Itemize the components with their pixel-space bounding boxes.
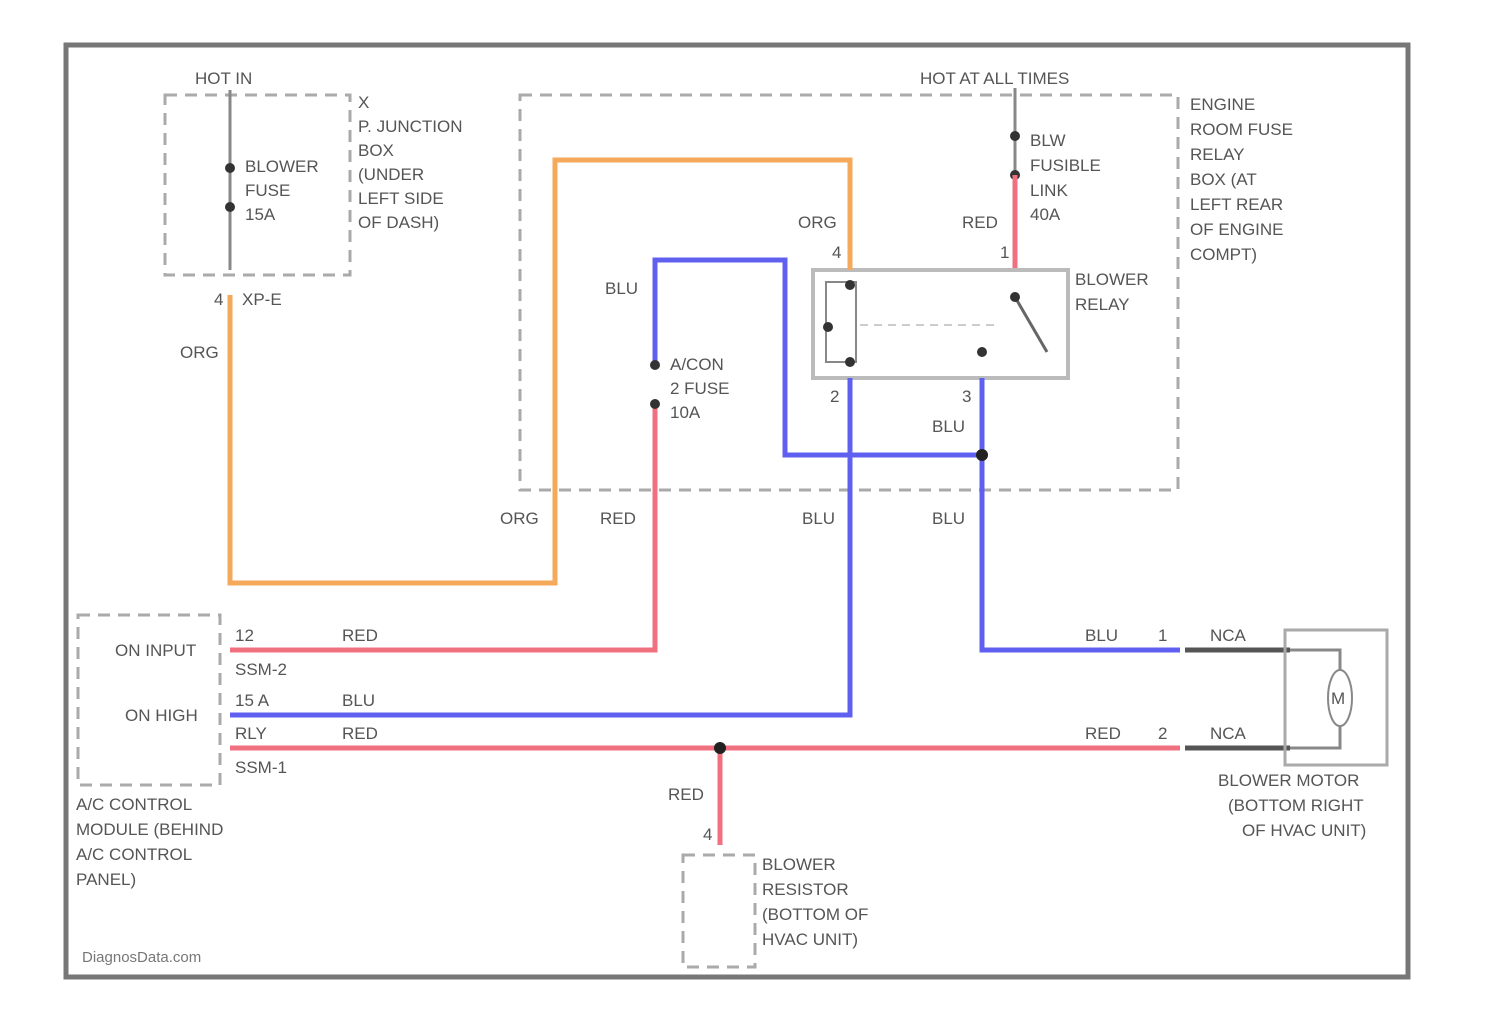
pin-label: 1 [1158, 626, 1167, 645]
fusible-label: BLW [1030, 131, 1066, 150]
wire-color-label: ORG [798, 213, 837, 232]
fuse-terminal [650, 360, 660, 370]
wire-color-label: ORG [180, 343, 219, 362]
engine-box-description: ENGINE ROOM FUSE RELAY BOX (AT LEFT REAR… [1190, 95, 1293, 264]
pin-label: 4 [832, 243, 841, 262]
hot-label: HOT AT ALL TIMES [920, 69, 1069, 88]
svg-text:A/C CONTROL: A/C CONTROL [76, 795, 192, 814]
svg-text:ROOM FUSE: ROOM FUSE [1190, 120, 1293, 139]
relay-coil [826, 282, 856, 362]
resistor-description: BLOWER RESISTOR (BOTTOM OF HVAC UNIT) [762, 855, 868, 949]
relay-label: BLOWER [1075, 270, 1149, 289]
relay-label: RELAY [1075, 295, 1130, 314]
pin-label: 15 A [235, 691, 270, 710]
connector-label: SSM-2 [235, 660, 287, 679]
pin-label: RLY [235, 724, 267, 743]
input-label: ON HIGH [125, 706, 198, 725]
wire-blu-module [230, 378, 850, 715]
wire-color-label: BLU [802, 509, 835, 528]
relay-contact [823, 322, 833, 332]
svg-text:LEFT REAR: LEFT REAR [1190, 195, 1283, 214]
wire-color-label: NCA [1210, 724, 1247, 743]
fuse-terminal [650, 399, 660, 409]
wire-color-label: RED [668, 785, 704, 804]
wire-color-label: RED [1085, 724, 1121, 743]
wire-color-label: BLU [1085, 626, 1118, 645]
svg-text:BLOWER: BLOWER [762, 855, 836, 874]
splice-dot [976, 449, 988, 461]
svg-text:BLOWER MOTOR: BLOWER MOTOR [1218, 771, 1359, 790]
fusible-label: LINK [1030, 181, 1068, 200]
pin-label: X [358, 93, 369, 112]
wire-color-label: BLU [932, 509, 965, 528]
wire-color-label: RED [962, 213, 998, 232]
wire-color-label: NCA [1210, 626, 1247, 645]
svg-text:HVAC UNIT): HVAC UNIT) [762, 930, 858, 949]
svg-text:RESISTOR: RESISTOR [762, 880, 849, 899]
pin-label: 2 [830, 387, 839, 406]
watermark: DiagnosData.com [82, 949, 201, 966]
relay-contact [845, 280, 855, 290]
splice-dot [714, 742, 726, 754]
wire-color-label: RED [600, 509, 636, 528]
pin-label: 3 [962, 387, 971, 406]
svg-text:RELAY: RELAY [1190, 145, 1245, 164]
svg-text:MODULE (BEHIND: MODULE (BEHIND [76, 820, 223, 839]
fuse-terminal [225, 163, 235, 173]
fuse-label: A/CON [670, 355, 724, 374]
input-label: ON INPUT [115, 641, 196, 660]
svg-text:COMPT): COMPT) [1190, 245, 1257, 264]
pin-label: 4 [214, 290, 223, 309]
fuse-label: FUSE [245, 181, 290, 200]
pin-label: 2 [1158, 724, 1167, 743]
fuse-label: 2 FUSE [670, 379, 730, 398]
pin-label: 12 [235, 626, 254, 645]
wire-color-label: RED [342, 724, 378, 743]
motor-description: BLOWER MOTOR (BOTTOM RIGHT OF HVAC UNIT) [1218, 771, 1366, 840]
wire-color-label: BLU [605, 279, 638, 298]
junction-box-label: P. JUNCTION [358, 117, 463, 136]
pin-label: 1 [1000, 243, 1009, 262]
svg-text:(BOTTOM OF: (BOTTOM OF [762, 905, 868, 924]
fuse-terminal [225, 202, 235, 212]
motor-symbol: M [1331, 689, 1345, 708]
svg-text:ENGINE: ENGINE [1190, 95, 1255, 114]
relay-contact [1010, 292, 1020, 302]
junction-box-label: (UNDER [358, 165, 424, 184]
wire-color-label: RED [342, 626, 378, 645]
fusible-rating: 40A [1030, 205, 1061, 224]
ac-module-description: A/C CONTROL MODULE (BEHIND A/C CONTROL P… [76, 795, 223, 889]
relay-contact [845, 357, 855, 367]
wire-red-module [230, 405, 655, 650]
svg-text:OF HVAC UNIT): OF HVAC UNIT) [1242, 821, 1366, 840]
pin-label: 4 [703, 825, 712, 844]
fusible-terminal [1010, 131, 1020, 141]
connector-label: XP-E [242, 290, 282, 309]
junction-box-label: LEFT SIDE [358, 189, 444, 208]
connector-label: SSM-1 [235, 758, 287, 777]
wire-color-label: BLU [342, 691, 375, 710]
relay-switch [1015, 297, 1047, 352]
svg-text:A/C CONTROL: A/C CONTROL [76, 845, 192, 864]
relay-contact [977, 347, 987, 357]
blower-resistor [683, 855, 755, 967]
svg-text:OF ENGINE: OF ENGINE [1190, 220, 1284, 239]
wire-blu-motor [982, 378, 1180, 650]
junction-box-label: OF DASH) [358, 213, 439, 232]
wire-org [230, 160, 850, 583]
svg-text:(BOTTOM RIGHT: (BOTTOM RIGHT [1228, 796, 1364, 815]
fusible-label: FUSIBLE [1030, 156, 1101, 175]
fuse-label: BLOWER [245, 157, 319, 176]
fuse-rating: 10A [670, 403, 701, 422]
wire-color-label: ORG [500, 509, 539, 528]
junction-box-label: BOX [358, 141, 394, 160]
wire-color-label: BLU [932, 417, 965, 436]
svg-text:BOX (AT: BOX (AT [1190, 170, 1257, 189]
hot-in-label: HOT IN [195, 69, 252, 88]
svg-text:PANEL): PANEL) [76, 870, 136, 889]
fuse-rating: 15A [245, 205, 276, 224]
